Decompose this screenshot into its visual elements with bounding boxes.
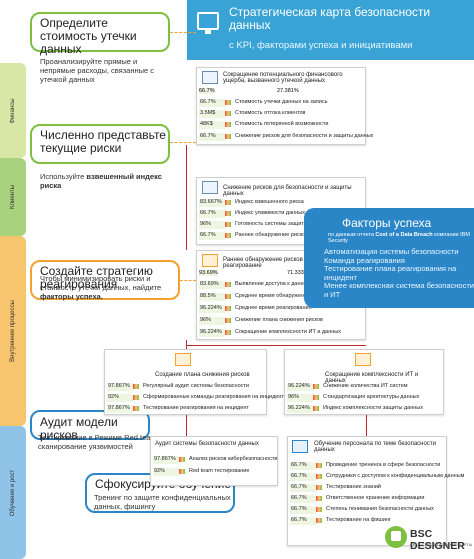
kpi-row[interactable]: 97.867%Регулярный аудит системы безопасн… <box>107 383 249 391</box>
kpi-panel-training[interactable]: Обучение персонала по теме безопасности … <box>287 436 465 546</box>
logo-icon <box>385 526 407 548</box>
panel-title: Сокращение потенциального финансового ущ… <box>223 72 343 84</box>
gear-icon <box>355 353 371 366</box>
link-line <box>366 415 367 437</box>
kpi-row[interactable]: 3.5M$Стоимость оттока клиентов <box>199 110 306 118</box>
callout-audit: Аудит модели рисков <box>30 410 150 442</box>
bsc-designer-logo: BSC DESIGNER KPI И СТРАТЕГИЧЕСКИЕ КАРТЫ <box>385 524 473 558</box>
kpi-row[interactable]: 66.7%Индекс уязвимости данных <box>199 210 305 218</box>
callout-title: Создайте стратегию реагирования <box>40 264 153 291</box>
kpi-row[interactable]: 96.224%Сокращение комплексности ИТ и дан… <box>199 329 341 337</box>
kpi-row[interactable]: 66.7%Сотрудники с доступом к конфиденциа… <box>290 473 465 481</box>
gear-icon <box>175 353 191 366</box>
callout-text: Проанализируйте прямые и непрямые расход… <box>40 57 155 84</box>
band-internal: Внутренние процессы <box>0 236 26 426</box>
chart-icon <box>202 71 218 84</box>
kpi-row[interactable]: 66.7%Тестирование знаний <box>290 484 381 492</box>
callout-title: Численно представьте текущие риски <box>40 128 166 155</box>
link-line <box>186 415 187 437</box>
panel-title: Создание плана снижения рисков <box>155 372 250 378</box>
kpi-row[interactable]: 96.224%Индекс комплексности защиты данны… <box>287 405 423 413</box>
kpi-panel-complexity[interactable]: Сокращение комплексности ИТ и данных 96.… <box>284 349 444 415</box>
kpi-row[interactable]: 92%Red team тестирование <box>153 468 250 476</box>
factor-item: Менее комплексная система безопасности и… <box>324 281 474 299</box>
factors-list: Автоматизация системы безопасности Коман… <box>324 247 474 300</box>
band-financial: Финансы <box>0 63 26 158</box>
gear-icon <box>202 254 218 267</box>
kpi-row[interactable]: 66.7%Степень понимания безопасности данн… <box>290 506 434 514</box>
logo-name: BSC DESIGNER <box>410 528 465 552</box>
link-line <box>186 345 366 346</box>
page-title: Стратегическая карта безопасности данных <box>229 5 431 32</box>
panel-title: Раннее обнаружение рисков и быстрое реаг… <box>223 257 333 269</box>
factors-title: Факторы успеха <box>342 216 432 230</box>
panel-title: Аудит системы безопасности данных <box>155 441 259 447</box>
callout-text: Используйте взвешенный индекс риска <box>40 172 162 190</box>
callout-text: Тренинг по защите конфиденциальных данны… <box>94 493 231 511</box>
panel-head: 93.69% 71.333% <box>199 270 309 276</box>
kpi-row[interactable]: 97.867%Анализ рисков кибербезопасности <box>153 456 278 464</box>
kpi-panel-risk-plan[interactable]: Создание плана снижения рисков 97.867%Ре… <box>104 349 288 415</box>
kpi-row[interactable]: 96.224%Среднее время реагирования <box>199 305 312 313</box>
callout-risks: Численно представьте текущие риски <box>30 124 170 164</box>
callout-strategy: Создайте стратегию реагирования <box>30 260 180 300</box>
kpi-row[interactable]: 96.224%Снижение количества ИТ систем <box>287 383 408 391</box>
kpi-row[interactable]: 83.69%Выявление доступа к данным с высок… <box>199 281 359 289</box>
kpi-row[interactable]: 88.5%Среднее время обнаружения <box>199 293 311 301</box>
kpi-row[interactable]: 96%Снижение плана снижения рисков <box>199 317 323 325</box>
callout-text: Чтобы минимизировать риски и стоимость у… <box>40 274 162 301</box>
callout-cost: Определите стоимость утечки данных <box>30 12 170 56</box>
kpi-row[interactable]: 48K$Стоимость потерянной возможности <box>199 121 329 129</box>
kpi-row[interactable]: 83.667%Индекс взвешенного риска <box>199 199 304 207</box>
success-factors-box: Факторы успеха по данным отчета Cost of … <box>304 208 474 308</box>
panel-title: Снижение рисков для безопасности и защит… <box>223 185 352 197</box>
kpi-row[interactable]: 92%Сформированные команды реагирования н… <box>107 394 288 402</box>
band-label: Клиенты <box>10 184 16 210</box>
kpi-row[interactable]: 96%Готовность системы защиты данных <box>199 221 329 229</box>
factors-source: по данным отчета Cost of a Data Breach к… <box>328 232 470 244</box>
logo-tagline: KPI И СТРАТЕГИЧЕСКИЕ КАРТЫ <box>410 542 473 547</box>
kpi-row[interactable]: 66.7%Проведение тренинга в сфере безопас… <box>290 462 441 470</box>
kpi-row[interactable]: 66.7%Стоимость утечки данных на запись <box>199 99 328 107</box>
band-label: Обучение и рост <box>10 469 16 516</box>
kpi-panel-financial[interactable]: Сокращение потенциального финансового ущ… <box>196 67 374 145</box>
kpi-row[interactable]: 66.7%Снижение рисков для безопасности и … <box>199 133 374 141</box>
connector <box>170 142 196 143</box>
kpi-row[interactable]: 66.7%Тестирование на фишинг <box>290 517 391 525</box>
connector <box>170 32 196 33</box>
kpi-row[interactable]: 66.7%Ответственное хранение информации <box>290 495 425 503</box>
monitor-icon <box>197 12 219 34</box>
band-learning: Обучение и рост <box>0 426 26 559</box>
callout-title: Определите стоимость утечки данных <box>40 16 137 56</box>
kpi-panel-audit[interactable]: Аудит системы безопасности данных 97.867… <box>150 436 278 486</box>
connector <box>180 280 196 281</box>
panel-title: Обучение персонала по теме безопасности … <box>314 441 436 453</box>
factor-item: Автоматизация системы безопасности <box>324 247 459 256</box>
panel-head: 66.7% 27.381% <box>199 88 299 94</box>
people-icon <box>292 440 308 453</box>
kpi-row[interactable]: 96%Стандартизация архитектуры данных <box>287 394 420 402</box>
panel-title: Сокращение комплексности ИТ и данных <box>325 372 419 384</box>
chart-icon <box>202 181 218 194</box>
band-label: Внутренние процессы <box>10 300 16 362</box>
header-banner: Стратегическая карта безопасности данных… <box>187 0 474 60</box>
factor-item: Команда реагирования <box>324 255 405 265</box>
kpi-row[interactable]: 66.7%Раннее обнаружение рисков <box>199 232 309 240</box>
callout-title: Аудит модели рисков <box>40 415 118 442</box>
link-line <box>186 145 187 250</box>
band-clients: Клиенты <box>0 158 26 236</box>
kpi-row[interactable]: 97.867%Тестирование реагирования на инци… <box>107 405 249 413</box>
band-label: Финансы <box>10 97 16 124</box>
page-subtitle: с KPI, факторами успеха и инициативами <box>229 40 413 51</box>
factor-item: Тестирование плана реагирования на инцид… <box>324 264 457 282</box>
callout-text: Тестирование в Режиме Red team, сканиров… <box>38 433 159 451</box>
